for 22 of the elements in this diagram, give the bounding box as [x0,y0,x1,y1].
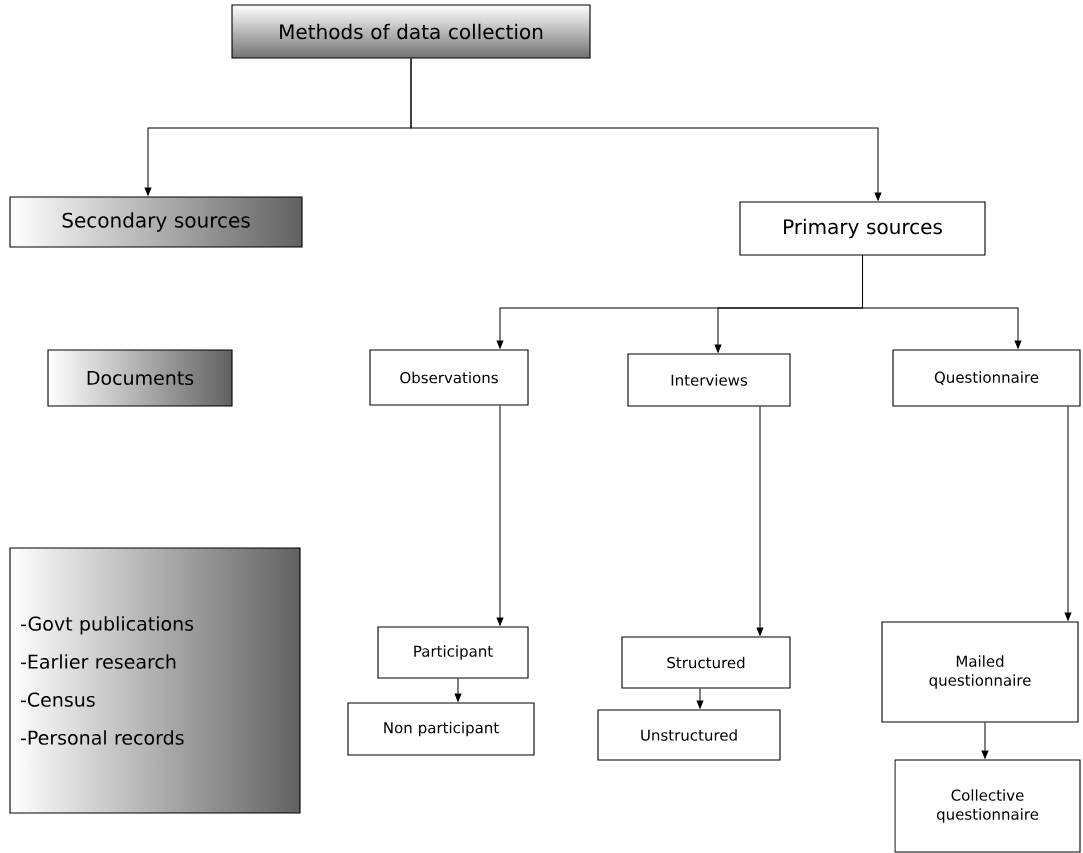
process-box: Documents [47,349,233,407]
process-box: Collective questionnaire [894,759,1081,853]
process-box: Mailed questionnaire [881,621,1079,723]
process-box: Participant [377,626,529,679]
arrow [981,722,989,759]
process-box: Questionnaire [892,349,1081,407]
process-box: Observations [369,349,529,406]
process-box: Interviews [627,353,791,407]
list-box: -Govt publications -Earlier research -Census -Personal records [9,547,301,814]
arrow [696,688,704,709]
arrow [756,406,764,636]
arrow [496,405,504,626]
arrow [410,58,882,201]
arrow [862,255,1022,349]
arrow [1064,406,1072,621]
process-box: Structured [621,636,791,689]
process-box: Non participant [347,702,535,756]
title-box: Methods of data collection [231,4,591,59]
process-box: Secondary sources [9,196,303,248]
process-box: Primary sources [739,201,986,256]
process-box: Unstructured [597,709,781,761]
arrow [454,678,462,702]
